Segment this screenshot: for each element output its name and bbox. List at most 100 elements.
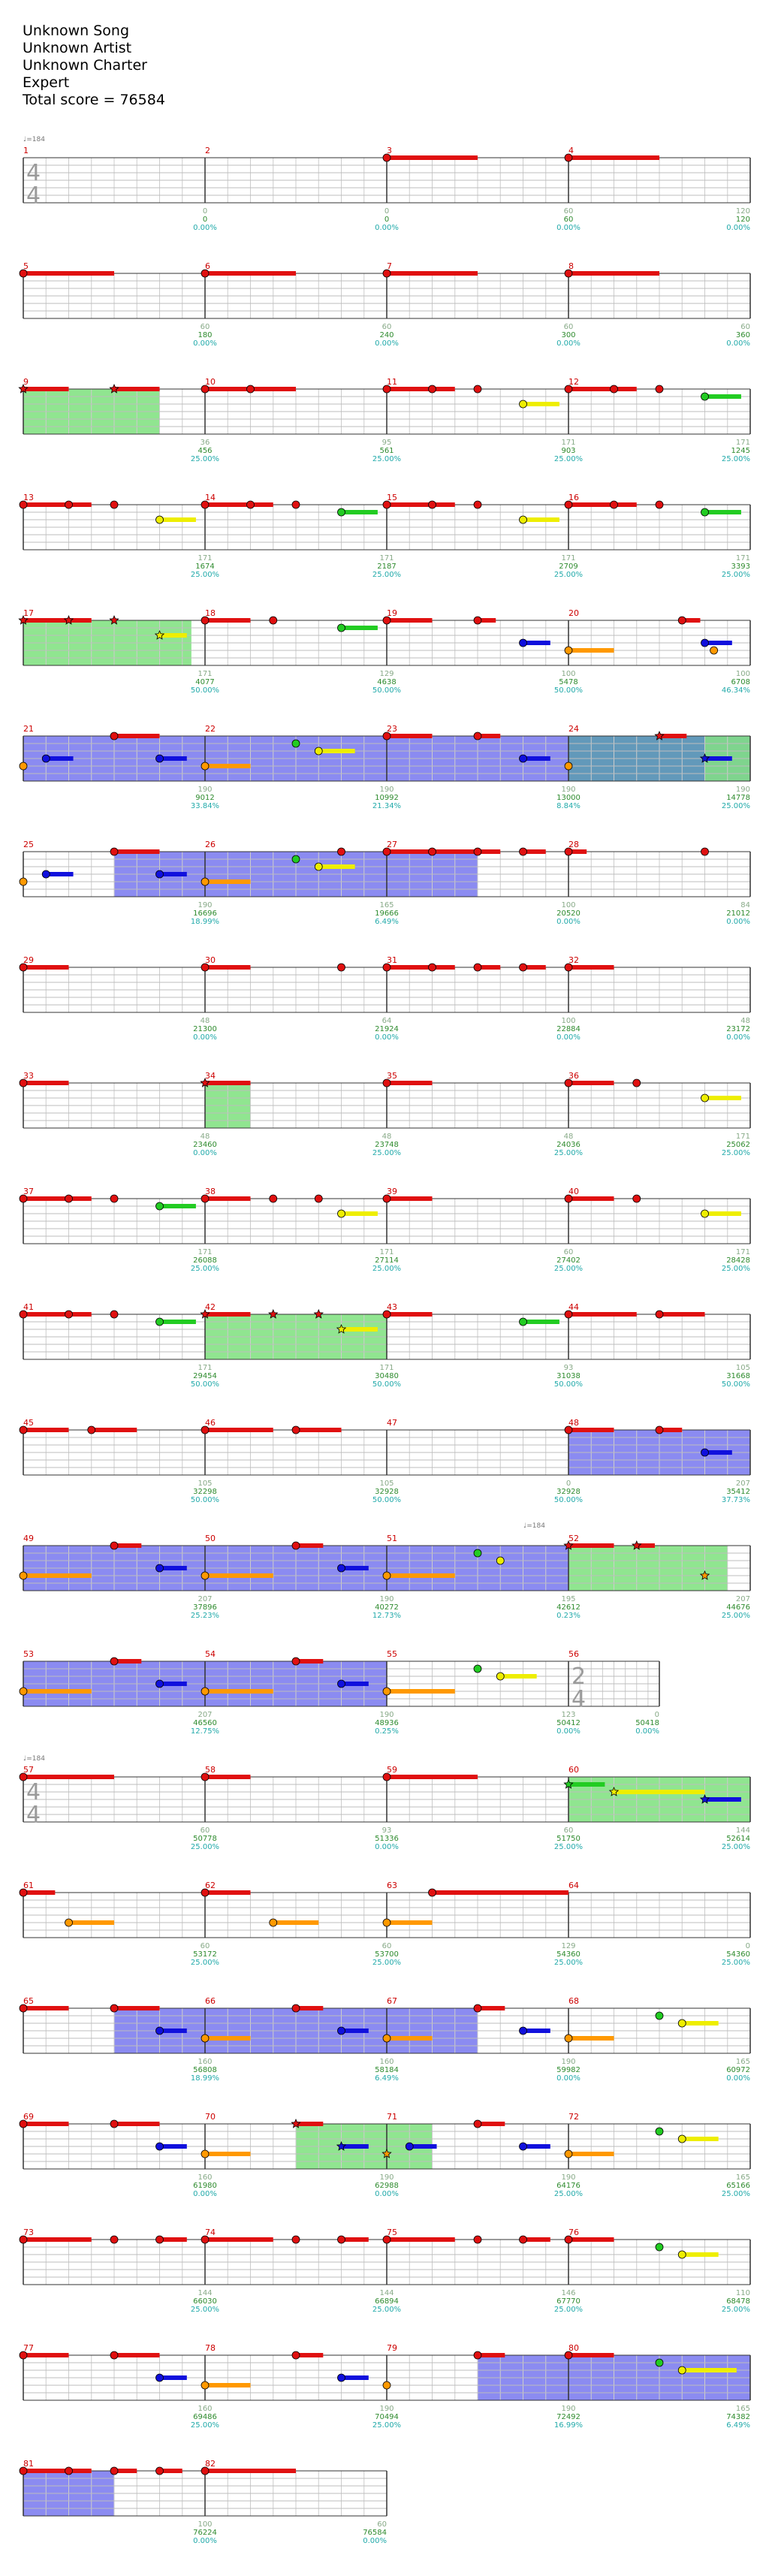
multiplier-text: 190 bbox=[561, 2173, 575, 2182]
percent-text: 0.00% bbox=[556, 1727, 581, 1736]
sustain-tail bbox=[159, 517, 196, 522]
percent-text: 8.84% bbox=[556, 802, 581, 810]
sustain-tail bbox=[23, 1312, 69, 1317]
score-text: 16696 bbox=[193, 909, 217, 918]
note-gem bbox=[428, 847, 436, 856]
note-gem bbox=[382, 269, 391, 278]
percent-text: 25.00% bbox=[372, 2306, 401, 2314]
multiplier-text: 60 bbox=[382, 323, 392, 331]
multiplier-text: 48 bbox=[201, 1017, 210, 1025]
sustain-tail bbox=[23, 1775, 114, 1779]
note-gem bbox=[19, 2235, 28, 2244]
sustain-tail bbox=[23, 965, 69, 970]
percent-text: 18.99% bbox=[191, 2074, 219, 2083]
multiplier-text: 36 bbox=[201, 439, 210, 447]
sustain-tail bbox=[68, 618, 92, 623]
percent-text: 0.00% bbox=[193, 1149, 217, 1157]
score-text: 26088 bbox=[193, 1256, 217, 1265]
note-gem bbox=[382, 731, 391, 741]
percent-text: 25.00% bbox=[722, 802, 750, 810]
sustain-tail bbox=[568, 387, 614, 391]
sustain-tail bbox=[318, 749, 355, 753]
multiplier-text: 171 bbox=[379, 554, 394, 563]
measure-number: 77 bbox=[23, 2343, 34, 2353]
song-title: Unknown Song bbox=[23, 23, 130, 39]
percent-text: 25.00% bbox=[372, 1959, 401, 1967]
percent-text: 0.00% bbox=[726, 339, 750, 348]
percent-text: 0.00% bbox=[193, 2537, 217, 2545]
multiplier-text: 48 bbox=[201, 1133, 210, 1141]
sustain-tail bbox=[23, 2122, 69, 2126]
score-text: 70494 bbox=[375, 2413, 399, 2421]
percent-text: 0.00% bbox=[726, 2074, 750, 2083]
measure-number: 44 bbox=[568, 1302, 579, 1312]
note-gem bbox=[405, 2142, 414, 2151]
sustain-tail bbox=[568, 648, 614, 653]
sustain-tail bbox=[23, 2353, 69, 2357]
multiplier-text: 190 bbox=[198, 901, 212, 909]
note-gem bbox=[701, 1448, 709, 1457]
sustain-tail bbox=[341, 1682, 369, 1686]
sustain-tail bbox=[387, 1775, 478, 1779]
score-text: 64176 bbox=[556, 2182, 581, 2190]
sustain-tail bbox=[205, 502, 251, 507]
sustain-tail bbox=[205, 2237, 273, 2242]
percent-text: 25.23% bbox=[191, 1612, 219, 1620]
star-note bbox=[699, 1570, 710, 1580]
multiplier-text: 160 bbox=[198, 2058, 212, 2066]
note-gem bbox=[291, 1425, 300, 1434]
sustain-tail bbox=[682, 2368, 737, 2372]
percent-text: 0.00% bbox=[375, 224, 399, 232]
note-gem bbox=[19, 1310, 28, 1319]
note-gem bbox=[473, 2004, 482, 2013]
note-gem bbox=[110, 2004, 119, 2013]
note-gem bbox=[337, 508, 345, 517]
score-text: 42612 bbox=[556, 1603, 581, 1612]
score-text: 561 bbox=[379, 447, 394, 455]
sustain-tail bbox=[23, 1689, 92, 1694]
note-gem bbox=[201, 762, 210, 771]
multiplier-text: 190 bbox=[379, 1711, 394, 1719]
score-text: 20520 bbox=[556, 909, 581, 918]
note-gem bbox=[564, 1078, 573, 1087]
note-gem bbox=[564, 2034, 573, 2043]
sustain-tail bbox=[704, 641, 732, 645]
percent-text: 0.00% bbox=[726, 918, 750, 926]
measure-number: 41 bbox=[23, 1302, 34, 1312]
note-gem bbox=[201, 2235, 210, 2244]
note-gem bbox=[110, 1310, 119, 1319]
sustain-tail bbox=[114, 2006, 160, 2010]
sustain-tail bbox=[205, 2383, 251, 2387]
sustain-tail bbox=[387, 1196, 433, 1201]
note-gem bbox=[655, 2243, 664, 2252]
sustain-tail bbox=[523, 1320, 559, 1324]
score-text: 14778 bbox=[726, 794, 750, 802]
sustain-tail bbox=[478, 849, 501, 854]
note-gem bbox=[655, 2011, 664, 2020]
note-gem bbox=[655, 2358, 664, 2367]
note-gem bbox=[155, 1564, 164, 1573]
score-text: 51336 bbox=[375, 1835, 399, 1843]
sustain-tail bbox=[568, 1196, 614, 1201]
score-text: 300 bbox=[561, 331, 575, 339]
multiplier-text: 60 bbox=[740, 323, 750, 331]
measure-number: 5 bbox=[23, 261, 29, 271]
note-gem bbox=[19, 1078, 28, 1087]
note-gem bbox=[201, 1571, 210, 1580]
percent-text: 0.00% bbox=[363, 2537, 387, 2545]
percent-text: 50.00% bbox=[191, 686, 219, 695]
multiplier-text: 0 bbox=[655, 1711, 659, 1719]
sustain-tail bbox=[341, 2237, 369, 2242]
sustain-tail bbox=[432, 1890, 568, 1895]
sustain-tail bbox=[568, 2237, 614, 2242]
note-gem bbox=[337, 1679, 345, 1688]
sustain-tail bbox=[387, 1920, 433, 1925]
note-gem bbox=[564, 847, 573, 856]
sustain-tail bbox=[159, 1204, 196, 1208]
sustain-tail bbox=[568, 965, 614, 970]
multiplier-text: 165 bbox=[736, 2173, 750, 2182]
note-gem bbox=[337, 1209, 345, 1218]
note-gem bbox=[19, 269, 28, 278]
score-text: 27402 bbox=[556, 1256, 581, 1265]
multiplier-text: 93 bbox=[564, 1364, 574, 1372]
